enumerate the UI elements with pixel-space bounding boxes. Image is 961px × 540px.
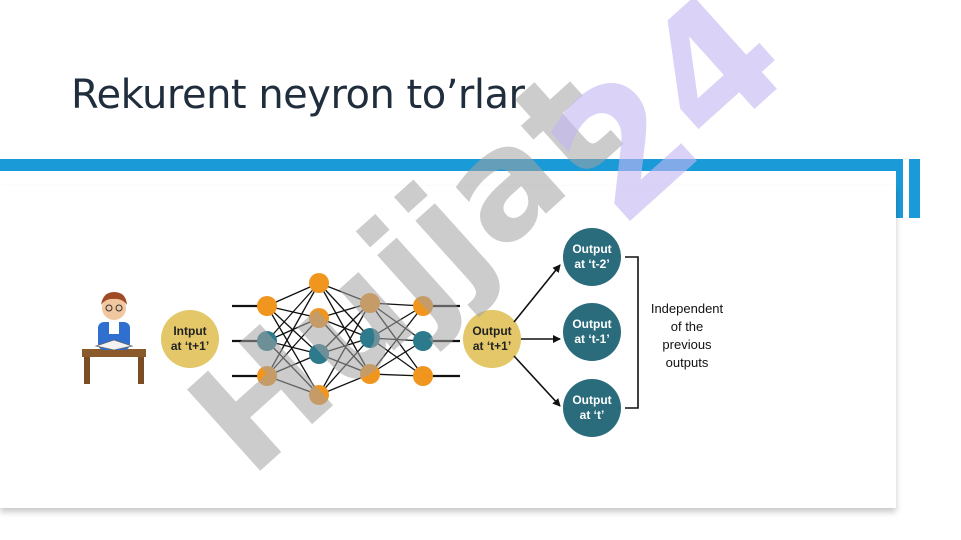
prev-output-0-line2: at ‘t-2’ [574,257,609,271]
slide-title: Rekurent neyron to’rlar [71,72,525,118]
accent-bar-right [909,159,920,218]
neuron [257,296,277,316]
note-line-3: previous [662,337,712,352]
grouping-bracket [625,256,639,409]
prev-output-1-line1: Output [572,317,611,331]
network-connection [266,282,320,377]
network-connection [318,337,371,396]
network-connection [266,282,320,342]
prev-output-2-line2: at ‘t’ [580,408,605,422]
diagram-card: Intput at ‘t+1’ Output at ‘t+1’ Output a… [0,186,896,508]
previous-output-t-minus-2: Output at ‘t-2’ [563,228,621,286]
note-line-1: Independent [651,301,724,316]
network-connection [266,317,320,377]
input-node-label-line2: at ‘t+1’ [171,339,209,353]
network-connection [369,305,424,375]
rnn-diagram: Intput at ‘t+1’ Output at ‘t+1’ Output a… [82,228,724,437]
network-connection [369,340,424,375]
neuron [309,273,329,293]
accent-bar-left [896,159,903,218]
input-node: Intput at ‘t+1’ [161,310,219,368]
neuron [413,331,433,351]
network-connection [318,302,371,396]
network-connection [266,305,320,396]
accent-rule [0,159,900,171]
network-neurons [257,273,433,405]
neuron [309,308,329,328]
neuron [413,366,433,386]
prev-output-0-line1: Output [572,242,611,256]
student-reading-icon [82,292,146,384]
neuron [309,385,329,405]
output-node-label-line1: Output [472,324,511,338]
network-connection [318,302,371,355]
note-line-2: of the [671,319,704,334]
prev-output-1-line2: at ‘t-1’ [574,332,609,346]
neuron [309,344,329,364]
neuron [257,366,277,386]
neuron [413,296,433,316]
prev-output-2-line1: Output [572,393,611,407]
neuron [360,293,380,313]
output-arrows [513,264,561,407]
previous-output-t-minus-1: Output at ‘t-1’ [563,303,621,361]
network-connection [369,305,424,339]
note-line-4: outputs [666,355,709,370]
neuron [360,328,380,348]
independence-note: Independent of the previous outputs [651,301,724,370]
arrow-to-output-t-minus-2 [513,264,561,323]
previous-output-t: Output at ‘t’ [563,379,621,437]
neuron [360,364,380,384]
hidden-network [232,273,460,405]
neuron [257,331,277,351]
network-connection [266,340,320,396]
arrow-to-output-t [513,355,561,407]
output-node-label-line2: at ‘t+1’ [473,339,511,353]
output-node: Output at ‘t+1’ [463,310,521,368]
input-node-label-line1: Intput [173,324,206,338]
